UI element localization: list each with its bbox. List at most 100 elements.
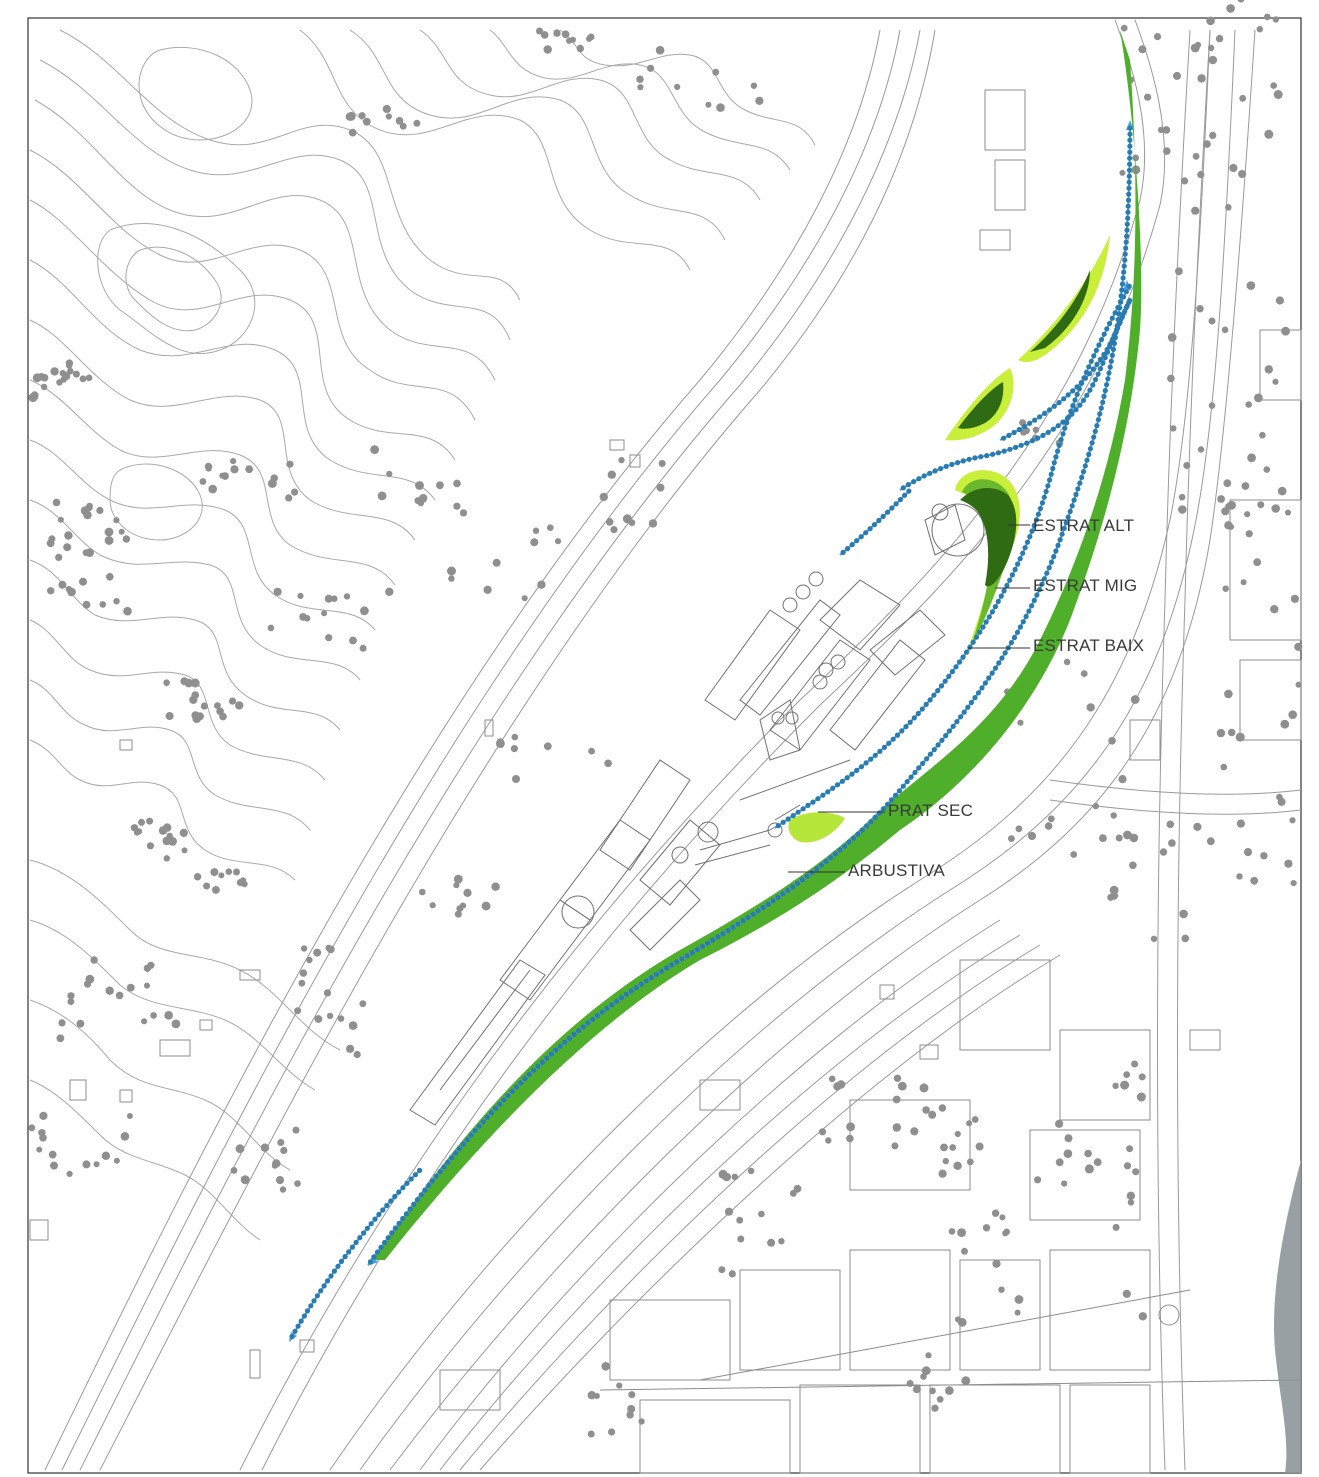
planting-dot bbox=[492, 1105, 499, 1112]
planting-dot bbox=[1061, 525, 1067, 532]
planting-dot bbox=[535, 1063, 541, 1069]
planting-dot bbox=[890, 736, 896, 742]
tree bbox=[216, 707, 224, 716]
tree bbox=[942, 1157, 949, 1165]
tree bbox=[1294, 642, 1303, 652]
tree bbox=[230, 465, 239, 474]
tree bbox=[897, 1081, 907, 1091]
planting-dot bbox=[396, 1220, 402, 1226]
planting-dot bbox=[1057, 537, 1063, 543]
tree bbox=[954, 1316, 961, 1323]
planting-dot bbox=[854, 767, 860, 774]
planting-dot bbox=[694, 946, 701, 953]
planting-dot bbox=[1112, 310, 1118, 316]
planting-dot bbox=[1097, 356, 1103, 363]
planting-dot bbox=[368, 1221, 374, 1227]
planting-dot bbox=[1022, 545, 1028, 551]
tree bbox=[79, 375, 87, 383]
planting-dot bbox=[353, 1239, 359, 1245]
tree bbox=[945, 1386, 954, 1395]
tree bbox=[483, 585, 492, 595]
planting-dot bbox=[643, 978, 649, 984]
tree bbox=[135, 828, 143, 835]
planting-dot bbox=[1093, 347, 1099, 353]
tree bbox=[636, 75, 644, 83]
planting-dot bbox=[539, 1059, 546, 1065]
planting-dot bbox=[931, 747, 937, 753]
planting-dot bbox=[674, 959, 680, 965]
planting-dot bbox=[1041, 494, 1047, 500]
tree bbox=[294, 1007, 302, 1015]
planting-dot bbox=[927, 697, 933, 703]
tree bbox=[72, 370, 80, 378]
tree bbox=[57, 516, 64, 523]
tree bbox=[190, 678, 200, 688]
planting-dot bbox=[382, 1239, 388, 1246]
tree bbox=[1032, 426, 1040, 433]
planting-dot bbox=[518, 1080, 524, 1086]
tree bbox=[1044, 822, 1053, 830]
tree bbox=[1241, 482, 1250, 490]
planting-dot bbox=[1078, 380, 1084, 386]
planting-dot bbox=[417, 1167, 423, 1173]
tree bbox=[953, 1161, 962, 1171]
planting-dot bbox=[906, 488, 912, 494]
planting-dot bbox=[571, 1031, 577, 1037]
tree bbox=[58, 580, 67, 589]
tree bbox=[453, 882, 460, 889]
planting-dot bbox=[1024, 539, 1031, 545]
planting-dot bbox=[775, 823, 781, 829]
tree bbox=[1119, 169, 1126, 176]
planting-dot bbox=[374, 1249, 381, 1255]
tree bbox=[1167, 333, 1177, 342]
tree bbox=[728, 1270, 736, 1278]
tree bbox=[1120, 1080, 1130, 1090]
tree bbox=[225, 868, 233, 875]
planting-dot bbox=[594, 1013, 601, 1019]
planting-dot bbox=[1029, 528, 1035, 534]
planting-dot bbox=[931, 692, 937, 698]
tree bbox=[1034, 1176, 1042, 1184]
planting-dot bbox=[979, 685, 985, 691]
tree bbox=[456, 905, 464, 912]
tree bbox=[1208, 402, 1216, 409]
tree bbox=[1227, 728, 1236, 737]
tree bbox=[348, 128, 357, 137]
tree bbox=[1126, 1145, 1134, 1153]
planting-dot bbox=[845, 546, 851, 552]
tree bbox=[31, 393, 39, 401]
planting-dot bbox=[628, 988, 634, 994]
tree bbox=[954, 1130, 961, 1138]
tree bbox=[966, 1120, 973, 1127]
tree bbox=[1084, 1149, 1092, 1158]
planting-dot bbox=[472, 1128, 478, 1134]
planting-dot bbox=[800, 806, 806, 812]
tree bbox=[1122, 1289, 1131, 1298]
tree bbox=[382, 104, 391, 114]
tree bbox=[1225, 503, 1232, 510]
vegetation-strata bbox=[372, 30, 1142, 1260]
tree bbox=[588, 747, 595, 755]
tree bbox=[113, 598, 120, 605]
tree bbox=[453, 502, 461, 510]
tree bbox=[323, 989, 332, 997]
tree bbox=[46, 539, 55, 548]
planting-dot bbox=[809, 870, 815, 876]
planting-dot bbox=[1016, 426, 1022, 433]
railway-corridor-lines bbox=[44, 19, 1302, 1471]
planting-dot bbox=[1101, 393, 1107, 399]
planting-dot bbox=[765, 901, 771, 907]
prat-sec-patch bbox=[788, 812, 845, 843]
tree bbox=[656, 483, 665, 492]
tree bbox=[510, 745, 518, 753]
tree bbox=[1179, 909, 1188, 919]
planting-dot bbox=[1029, 438, 1035, 444]
planting-dot bbox=[1125, 209, 1131, 215]
tree bbox=[511, 733, 519, 741]
tree bbox=[85, 374, 93, 382]
tree bbox=[587, 1430, 595, 1438]
planting-dot bbox=[946, 728, 953, 734]
planting-dot bbox=[903, 724, 909, 730]
tree bbox=[359, 1000, 367, 1008]
tree bbox=[1209, 131, 1217, 139]
